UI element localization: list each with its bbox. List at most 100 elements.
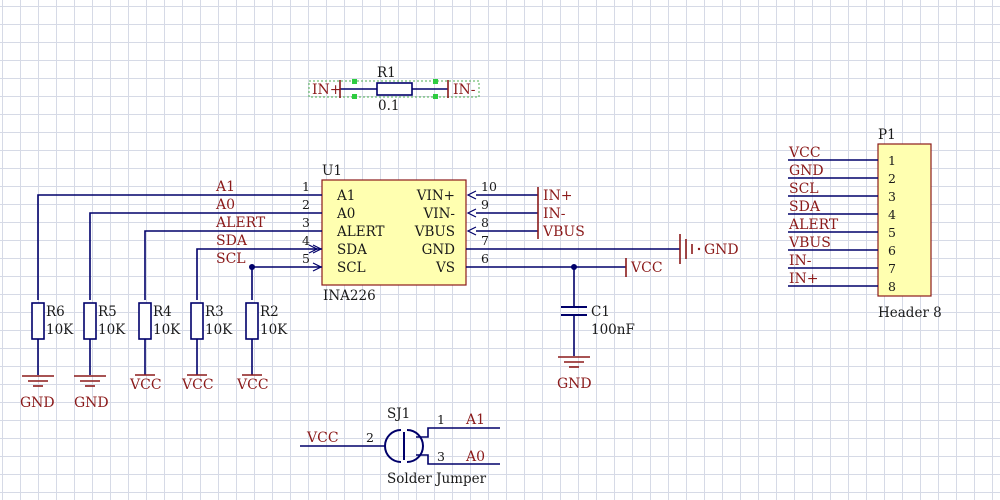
net-label-in-minus: IN- [543, 206, 566, 222]
gnd-symbol-horizontal: GND [679, 234, 739, 264]
r1-net-right: IN- [453, 82, 476, 98]
sj1-designator: SJ1 [387, 406, 410, 422]
u1-pin-name: VS [435, 260, 455, 276]
c1-designator: C1 [591, 304, 610, 320]
r6-value: 10K [46, 322, 74, 338]
u1-pin-number: 7 [481, 233, 489, 248]
left-bus-wires [37, 194, 322, 300]
u1-pin-name: SCL [337, 260, 366, 276]
p1-body [877, 143, 932, 297]
p1-pin-number: 6 [888, 243, 896, 258]
u1-pin-number: 5 [302, 251, 310, 266]
u1-pin-number: 2 [302, 197, 310, 212]
gnd-label: GND [704, 242, 739, 258]
r5-designator: R5 [98, 304, 117, 320]
vin-plus-arrow [466, 190, 477, 200]
r1-handle[interactable] [352, 94, 357, 99]
r1-net-left: IN+ [312, 82, 342, 98]
p1-pin-number: 8 [888, 279, 896, 294]
left-net-labels: A1 A0 ALERT SDA SCL [215, 179, 266, 267]
p1-pin-number: 2 [888, 171, 896, 186]
vcc-symbol: VCC [236, 374, 269, 393]
c1-value: 100nF [591, 322, 635, 338]
vcc-symbol: VCC [129, 374, 162, 393]
sj1-a0-label: A0 [465, 449, 485, 465]
vcc-label: VCC [129, 377, 162, 393]
net-label-vbus: VBUS [542, 224, 585, 240]
vcc-label: VCC [630, 260, 663, 276]
right-net-labels: IN+ IN- VBUS [542, 188, 585, 240]
sj1-pin-number: 3 [437, 449, 445, 464]
sj1-part-name: Solder Jumper [387, 471, 487, 487]
u1-pin-name: A0 [336, 206, 355, 222]
u1-pin-name: SDA [337, 242, 367, 258]
net-label-scl: SCL [216, 251, 246, 267]
vin-minus-arrow [466, 208, 477, 218]
p1-pin-number: 4 [888, 207, 896, 222]
p1-net-label: IN+ [789, 271, 819, 287]
r1-handle[interactable] [433, 94, 438, 99]
vcc-symbol-horizontal: VCC [625, 258, 663, 277]
r1-designator: R1 [377, 65, 396, 81]
resistor-r3[interactable]: R3 10K [190, 302, 233, 375]
sj1-vcc-label: VCC [306, 430, 339, 446]
u1-pin-name: GND [422, 242, 456, 258]
r5-value: 10K [98, 322, 126, 338]
r2-value: 10K [260, 322, 288, 338]
u1-pin-number: 1 [302, 179, 310, 194]
r4-value: 10K [153, 322, 181, 338]
gnd-symbol: GND [20, 375, 55, 411]
p1-net-label: VCC [788, 145, 821, 161]
vcc-label: VCC [181, 377, 214, 393]
u1-pin-name: ALERT [336, 224, 385, 240]
net-label-a0: A0 [215, 197, 235, 213]
r3-value: 10K [205, 322, 233, 338]
net-label-a1: A1 [215, 179, 235, 195]
u1-pin-number: 6 [481, 251, 489, 266]
u1-pin-number: 8 [481, 215, 489, 230]
vcc-label: VCC [236, 377, 269, 393]
resistor-r6[interactable]: R6 10K [31, 302, 74, 375]
resistor-r4[interactable]: R4 10K [138, 302, 181, 375]
u1-body [321, 179, 467, 286]
u1-pin-name: VIN+ [416, 188, 455, 204]
r1-handle[interactable] [433, 79, 438, 84]
r1-handle[interactable] [352, 79, 357, 84]
u1-pin-name: A1 [336, 188, 355, 204]
u1-pin-number: 9 [481, 197, 489, 212]
p1-net-label: ALERT [788, 217, 839, 233]
right-side-wires [466, 187, 680, 306]
sj1-pin-number: 1 [437, 412, 445, 427]
capacitor-c1[interactable]: C1 100nF GND [557, 304, 635, 392]
sj1-pin-number: 2 [366, 430, 374, 445]
r1-shunt-resistor[interactable]: R1 0.1 IN+ IN- [308, 65, 480, 114]
p1-pin-number: 1 [888, 153, 896, 168]
resistor-r2[interactable]: R2 10K [245, 302, 288, 375]
p1-net-label: SCL [789, 181, 819, 197]
gnd-symbol: GND [74, 375, 109, 411]
header-p1[interactable]: P1 Header 8 VCC GND SCL SDA ALERT VBUS I… [788, 127, 942, 321]
u1-pin-number: 10 [481, 179, 497, 194]
solder-jumper-sj1[interactable]: SJ1 Solder Jumper VCC 2 1 3 A1 A0 [300, 406, 500, 487]
junction-dot [249, 264, 255, 270]
vbus-arrow [466, 226, 477, 236]
net-label-alert: ALERT [215, 215, 266, 231]
resistor-r5[interactable]: R5 10K [83, 302, 126, 375]
u1-pin-number: 4 [302, 233, 310, 248]
p1-net-label: IN- [789, 253, 812, 269]
u1-pin-name: VBUS [414, 224, 455, 240]
r2-designator: R2 [260, 304, 279, 320]
u1-ina226[interactable]: U1 INA226 A1 A0 ALERT SDA SCL VIN+ VIN- … [302, 163, 497, 304]
u1-part-name: INA226 [323, 288, 376, 304]
r6-designator: R6 [46, 304, 65, 320]
u1-pin-name: VIN- [423, 206, 455, 222]
p1-part-name: Header 8 [878, 305, 942, 321]
p1-pin-number: 5 [888, 225, 896, 240]
r1-value: 0.1 [378, 98, 399, 114]
r3-designator: R3 [205, 304, 224, 320]
u1-pin-number: 3 [302, 215, 310, 230]
u1-designator: U1 [322, 163, 342, 179]
p1-designator: P1 [878, 127, 896, 143]
